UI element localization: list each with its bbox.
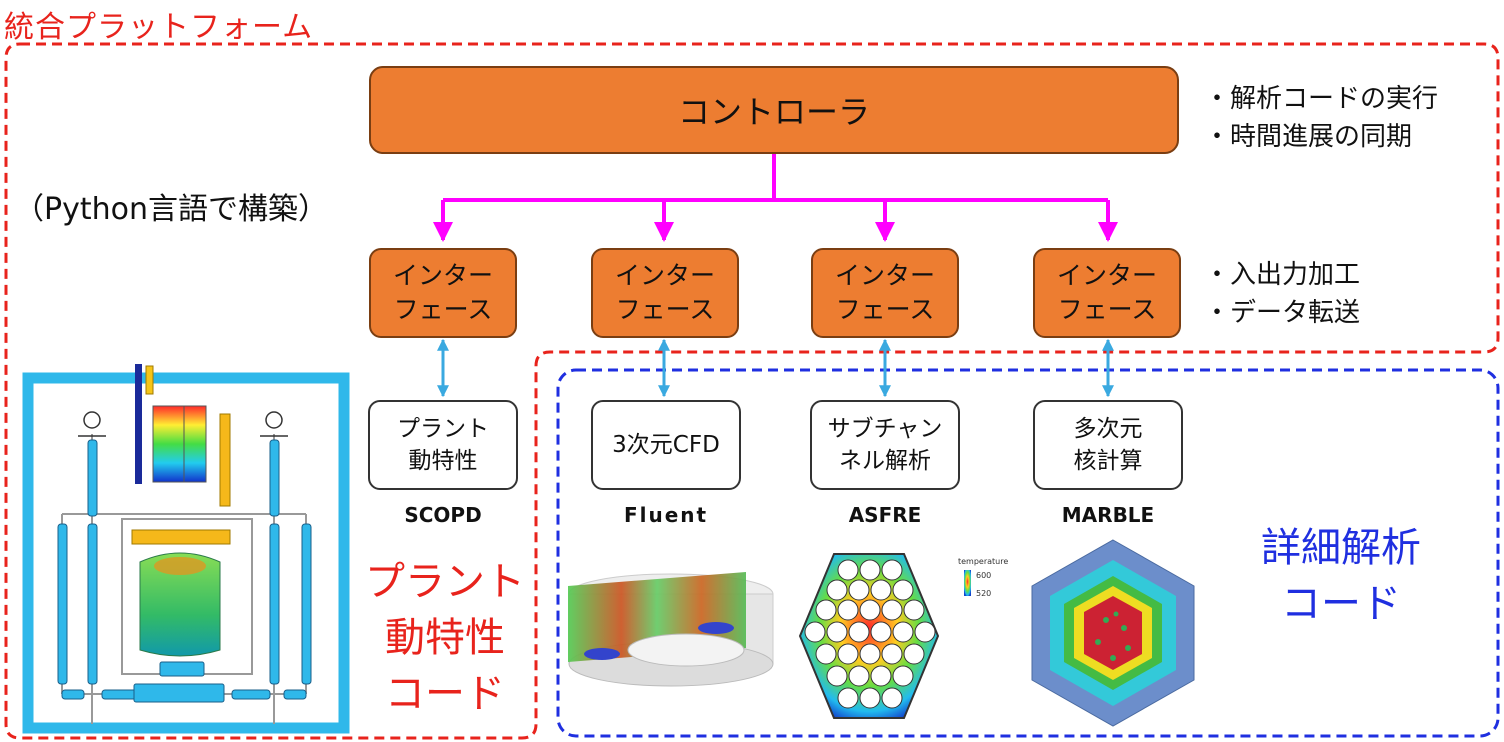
interface-box: インター フェース xyxy=(811,248,959,338)
controller-notes: ・解析コードの実行 ・時間進展の同期 xyxy=(1204,80,1438,156)
platform-title: 統合プラットフォーム xyxy=(4,10,314,45)
controller-connectors xyxy=(433,154,1118,242)
code-box-fluent: 3次元CFD xyxy=(591,400,741,490)
detailed-code-label: 詳細解析 コード xyxy=(1236,520,1446,632)
detailed-code-border xyxy=(556,368,1500,738)
marble-core-image xyxy=(1031,539,1195,727)
code-name-fluent: Fluent xyxy=(623,503,709,527)
interface-note: ・データ転送 xyxy=(1204,298,1361,328)
code-box-scopd: プラント 動特性 xyxy=(368,400,518,490)
code-box-line: ネル解析 xyxy=(839,448,931,474)
interface-line2: フェース xyxy=(393,295,493,324)
controller-box: コントローラ xyxy=(369,66,1179,154)
interface-box: インター フェース xyxy=(591,248,739,338)
interface-line1: インター xyxy=(1056,261,1157,290)
python-label: （Python言語で構築） xyxy=(14,192,328,227)
interface-code-connectors xyxy=(437,338,1114,398)
code-box-line: 多次元 xyxy=(1073,416,1143,442)
interface-line1: インター xyxy=(834,261,935,290)
platform-border xyxy=(4,42,1500,740)
interface-notes: ・入出力加工 ・データ転送 xyxy=(1204,256,1360,332)
asfre-legend-title: temperature xyxy=(958,557,1008,566)
interface-note: ・入出力加工 xyxy=(1204,260,1361,290)
code-box-line: 3次元CFD xyxy=(612,432,720,458)
interface-box: インター フェース xyxy=(1033,248,1181,338)
code-box-line: サブチャン xyxy=(827,416,943,442)
asfre-legend-max: 600 xyxy=(976,571,991,580)
interface-box: インター フェース xyxy=(369,248,517,338)
code-name-marble: MARBLE xyxy=(1061,503,1155,527)
controller-label: コントローラ xyxy=(677,93,870,131)
interface-line2: フェース xyxy=(835,295,935,324)
code-box-line: 動特性 xyxy=(408,448,478,474)
detailed-code-label-line: 詳細解析 xyxy=(1261,525,1421,571)
fluent-cfd-image xyxy=(568,572,774,687)
detailed-code-label-line: コード xyxy=(1281,581,1401,627)
interface-line2: フェース xyxy=(615,295,715,324)
code-box-marble: 多次元 核計算 xyxy=(1033,400,1183,490)
code-name-scopd: SCOPD xyxy=(404,503,482,527)
plant-code-label-line: コード xyxy=(385,671,505,717)
asfre-subchannel-image: temperature 600 520 xyxy=(798,553,1008,719)
interface-line1: インター xyxy=(614,261,715,290)
interface-line1: インター xyxy=(392,261,493,290)
plant-code-label: プラント 動特性 コード xyxy=(360,554,530,722)
asfre-legend-min: 520 xyxy=(976,589,991,598)
code-box-asfre: サブチャン ネル解析 xyxy=(810,400,960,490)
interface-line2: フェース xyxy=(1057,295,1157,324)
plant-schematic-image xyxy=(22,364,350,734)
code-name-asfre: ASFRE xyxy=(848,503,922,527)
plant-code-label-line: プラント xyxy=(365,559,525,605)
controller-note: ・時間進展の同期 xyxy=(1204,122,1413,152)
code-box-line: 核計算 xyxy=(1073,448,1143,474)
plant-code-label-line: 動特性 xyxy=(385,615,505,661)
controller-note: ・解析コードの実行 xyxy=(1204,84,1439,114)
code-box-line: プラント xyxy=(397,416,489,442)
